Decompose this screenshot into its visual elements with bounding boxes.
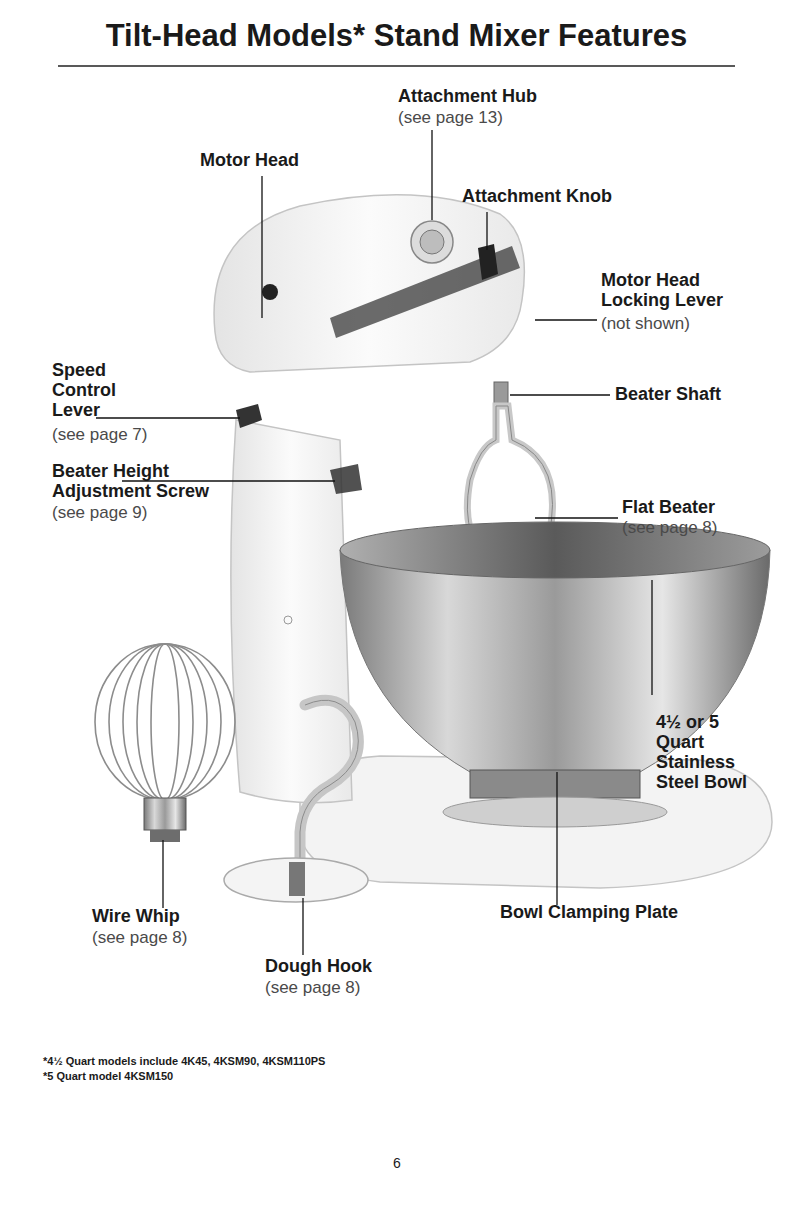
leader-line — [486, 212, 487, 250]
part-name: Dough Hook — [265, 956, 415, 976]
clamping-plate — [443, 797, 667, 827]
page-reference: (not shown) — [601, 314, 751, 333]
leader-line — [510, 394, 610, 395]
part-name: Flat Beater — [622, 497, 782, 517]
leader-line — [556, 772, 557, 905]
dough-hook-outline — [300, 700, 358, 860]
dough-hook — [300, 700, 358, 860]
wire-whip — [95, 644, 235, 800]
leader-lines — [96, 130, 652, 955]
page-reference: (see page 13) — [398, 108, 598, 127]
part-name: 4½ or 5 Quart Stainless Steel Bowl — [656, 712, 756, 793]
part-name: Bowl Clamping Plate — [500, 902, 750, 922]
whip-shaft — [150, 830, 180, 842]
leader-line — [651, 580, 652, 695]
hub-cap — [420, 230, 444, 254]
page-reference: (see page 8) — [92, 928, 242, 947]
page-title: Tilt-Head Models* Stand Mixer Features — [0, 18, 793, 54]
column-screw — [284, 616, 292, 624]
part-name: Speed Control Lever — [52, 360, 134, 420]
bowl-body — [340, 550, 770, 772]
part-name: Wire Whip — [92, 906, 242, 926]
beater-shaft — [494, 382, 508, 406]
leader-line — [162, 840, 163, 908]
page-reference: (see page 8) — [622, 518, 772, 537]
attachment-hub — [411, 221, 453, 263]
part-name: Motor Head — [200, 150, 350, 170]
whip-wire — [95, 644, 235, 800]
height-screw — [330, 464, 362, 494]
whip-wire — [151, 644, 179, 800]
page-reference: (see page 7) — [52, 425, 192, 444]
part-name: Attachment Hub — [398, 86, 598, 106]
leader-line — [535, 517, 618, 518]
part-name: Beater Height Adjustment Screw — [52, 461, 252, 501]
leader-line — [302, 898, 303, 955]
whip-wire — [109, 644, 221, 800]
leader-line — [96, 417, 240, 418]
title-rule — [58, 65, 735, 67]
part-name: Beater Shaft — [615, 384, 785, 404]
speed-lever — [236, 404, 262, 428]
leader-line — [261, 176, 262, 318]
dough-hook-disc — [224, 858, 368, 902]
page-reference: (see page 8) — [265, 978, 415, 997]
leader-line — [431, 130, 432, 220]
whip-wire — [137, 644, 193, 800]
footnote: *5 Quart model 4KSM150 — [43, 1070, 543, 1082]
bowl-foot — [470, 770, 640, 798]
whip-hub — [144, 798, 186, 830]
page-reference: (see page 9) — [52, 503, 202, 522]
part-name: Motor Head Locking Lever — [601, 270, 741, 310]
head-pin — [262, 284, 278, 300]
motor-head — [214, 195, 524, 372]
leader-line — [535, 319, 597, 320]
attachment-knob — [478, 244, 498, 280]
dough-hook-shaft — [289, 862, 305, 896]
footnote: *4½ Quart models include 4K45, 4KSM90, 4… — [43, 1055, 543, 1067]
part-name: Attachment Knob — [462, 186, 662, 206]
page-number: 6 — [347, 1156, 447, 1172]
whip-wire — [123, 644, 207, 800]
